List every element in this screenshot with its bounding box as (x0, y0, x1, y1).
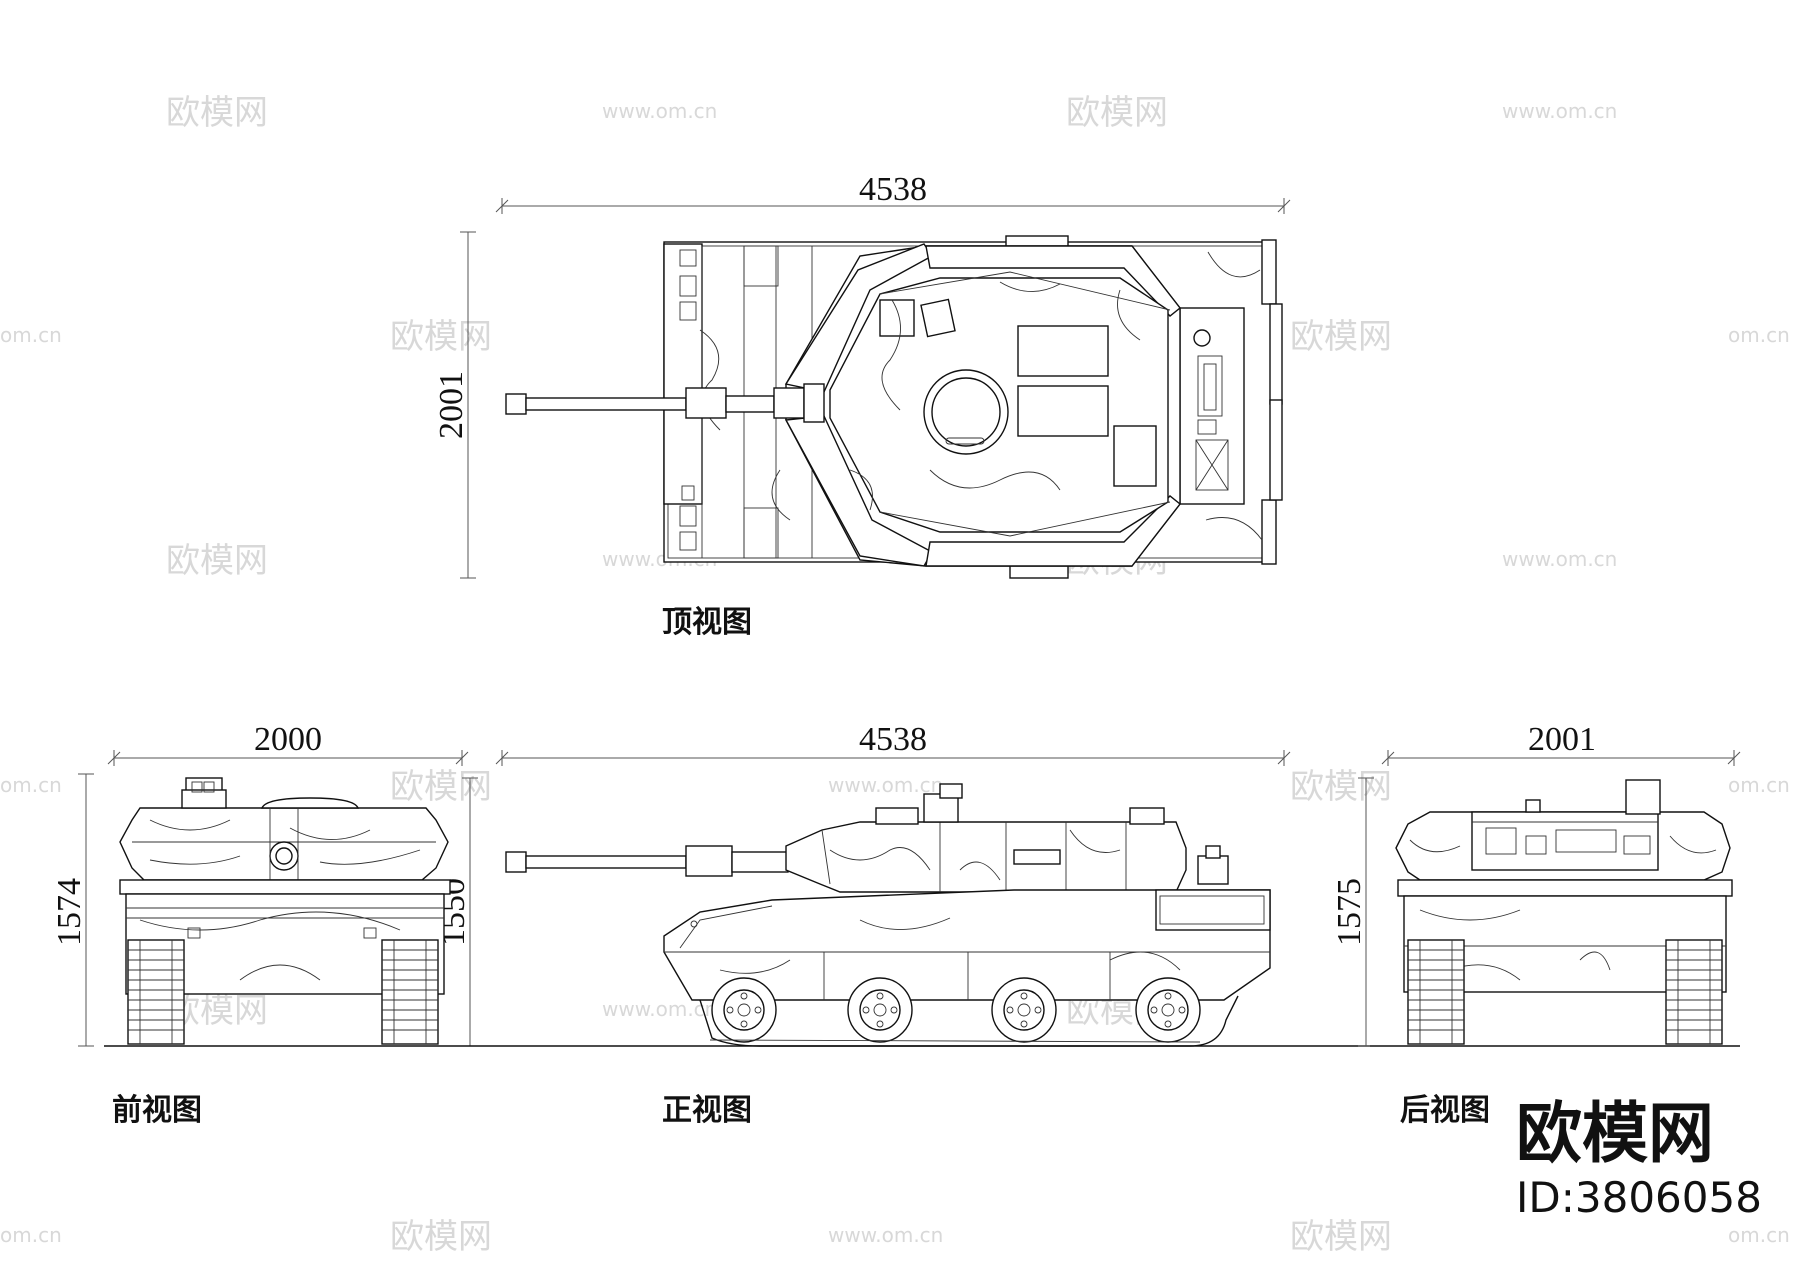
side-length-dimension: 4538 (495, 721, 1291, 766)
watermark-url: www.om.cn (602, 99, 717, 123)
rear-width-dimension: 2001 (1381, 721, 1741, 766)
rear-width-value: 2001 (1528, 721, 1596, 758)
watermark-logo: 欧模网 (166, 93, 268, 133)
engine-deck (1179, 307, 1245, 505)
watermark-url: www.om.cn (828, 1223, 943, 1247)
side-view: 4538 (470, 721, 1370, 1128)
front-width-dimension: 2000 (107, 721, 469, 766)
rear-view-label: 后视图 (1400, 1093, 1490, 1128)
top-length-value: 4538 (859, 171, 927, 208)
watermark-url: www.om.cn (1502, 547, 1617, 571)
watermark-url: om.cn (0, 323, 62, 347)
brand-id: ID:3806058 (1516, 1173, 1762, 1222)
side-length-value: 4538 (859, 721, 927, 758)
watermark-url: om.cn (0, 1223, 62, 1247)
rear-view: 2001 1575 (1331, 721, 1741, 1128)
watermark-url: www.om.cn (602, 997, 717, 1021)
watermark-logo: 欧模网 (390, 1217, 492, 1257)
rear-left-track (1407, 939, 1465, 1045)
rear-track-treads (1408, 940, 1722, 1044)
front-view-label: 前视图 (112, 1093, 202, 1128)
side-turret (785, 821, 1187, 893)
gun-muzzle (505, 393, 527, 415)
watermark-url: om.cn (1728, 773, 1790, 797)
side-wheel (711, 977, 777, 1043)
top-length-dimension: 4538 (495, 171, 1291, 214)
commander-cupola (923, 369, 1009, 455)
front-left-track (127, 939, 185, 1045)
watermark-logo: 欧模网 (390, 317, 492, 357)
side-gun-barrel (525, 855, 687, 869)
side-view-label: 正视图 (662, 1093, 752, 1128)
watermark-url: om.cn (1728, 323, 1790, 347)
brand-logo: 欧模网 (1516, 1095, 1714, 1172)
rear-height-value: 1575 (1331, 878, 1368, 946)
turret-hatch (1017, 325, 1109, 377)
watermark-logo: 欧模网 (1066, 93, 1168, 133)
watermark-url: www.om.cn (1502, 99, 1617, 123)
side-wheels (711, 977, 1201, 1043)
front-right-track (381, 939, 439, 1045)
side-wheel (1135, 977, 1201, 1043)
watermark-logo: 欧模网 (1290, 767, 1392, 807)
watermark-logo: 欧模网 (166, 541, 268, 581)
gun-barrel (525, 397, 687, 411)
side-wheel (847, 977, 913, 1043)
watermark-url: om.cn (1728, 1223, 1790, 1247)
watermark-logo: 欧模网 (1290, 317, 1392, 357)
top-view-label: 顶视图 (662, 605, 752, 640)
rear-height-dimension: 1575 (1331, 777, 1374, 1047)
turret-hatch (1017, 385, 1109, 437)
front-view: 2000 1574 1550 (51, 721, 478, 1128)
watermark-url: www.om.cn (828, 773, 943, 797)
rear-sight (1625, 779, 1661, 815)
front-height-dimension: 1574 (51, 773, 94, 1047)
top-view: 4538 2001 (433, 171, 1291, 640)
brand-mark: 欧模网 ID:3806058 (1516, 1095, 1762, 1222)
front-width-value: 2000 (254, 721, 322, 758)
front-gun-bore (269, 841, 299, 871)
watermark-url: om.cn (0, 773, 62, 797)
side-gun-muzzle (505, 851, 527, 873)
side-wheel (991, 977, 1057, 1043)
front-track-treads (128, 940, 438, 1044)
rear-bustle-rack (1471, 811, 1659, 871)
top-width-value: 2001 (433, 371, 470, 439)
top-width-dimension: 2001 (433, 231, 476, 579)
rear-right-track (1665, 939, 1723, 1045)
watermark-logo: 欧模网 (1290, 1217, 1392, 1257)
front-height-value: 1574 (51, 878, 88, 946)
watermark-logo: 欧模网 (390, 767, 492, 807)
watermarks: 欧模网 www.om.cn 欧模网 www.om.cn om.cn 欧模网 欧模… (0, 93, 1790, 1257)
